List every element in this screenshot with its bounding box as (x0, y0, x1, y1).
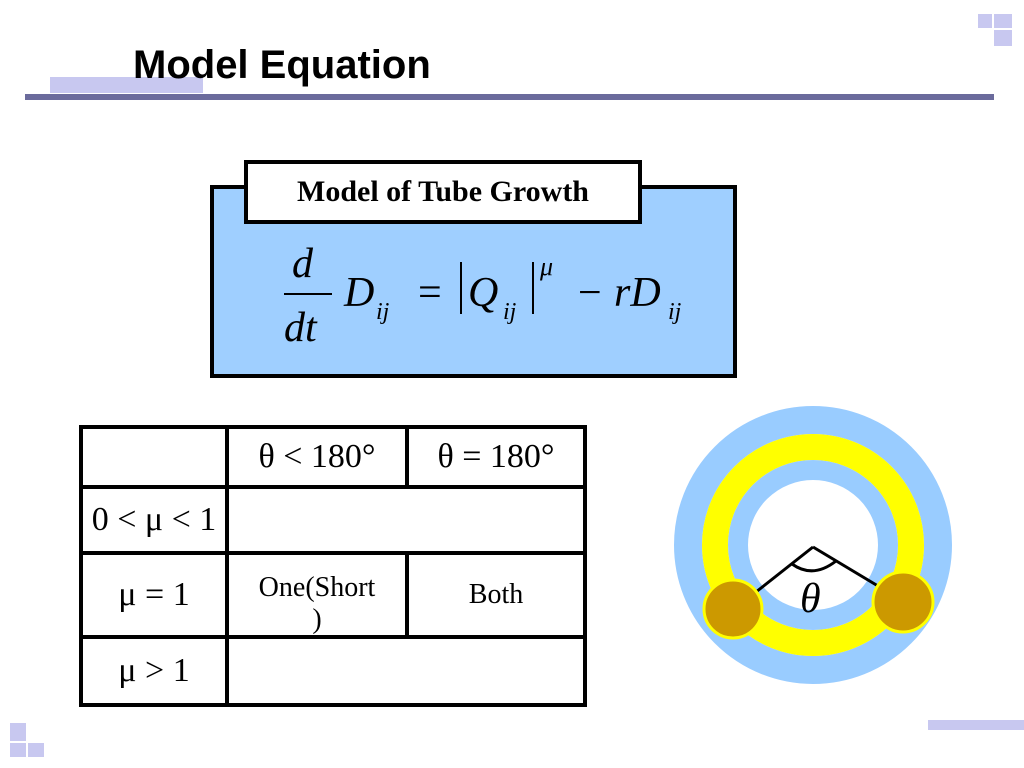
equation-exponent: μ (540, 252, 554, 281)
ring-inner-blue (728, 460, 898, 630)
row-label-mu-greater-1: μ > 1 (79, 635, 229, 707)
corner-square-decoration (28, 743, 44, 757)
corner-square-decoration (994, 30, 1012, 46)
footer-accent-bar (928, 720, 1024, 730)
table-row: μ > 1 (79, 635, 587, 707)
table-cell-both: Both (405, 551, 587, 639)
angle-arc (791, 559, 837, 573)
angle-line-right (812, 545, 879, 588)
equation-subscript: ij (668, 299, 682, 325)
table-cell-one-short: One(Short ) (225, 551, 409, 639)
equation-term-rD: rD (614, 270, 661, 316)
table-row: θ < 180° θ = 180° (79, 425, 587, 489)
tube-ring-diagram: θ (674, 406, 952, 684)
node-left (702, 578, 764, 640)
cell-text-line: One(Short (258, 572, 376, 603)
abs-bar-left (460, 262, 462, 314)
abs-bar-right (532, 262, 534, 314)
page-title: Model Equation (133, 43, 431, 87)
equation-equals: = (418, 270, 442, 316)
table-corner-cell (79, 425, 229, 489)
angle-theta-label: θ (800, 576, 821, 622)
corner-square-decoration (10, 743, 26, 757)
header-rule (25, 94, 994, 100)
equation-subscript: ij (376, 299, 390, 325)
header-theta-less-180: θ < 180° (225, 425, 409, 489)
table-cell-empty (225, 485, 587, 555)
cell-text-line: ) (312, 604, 322, 635)
equation-term-D: D (344, 270, 375, 316)
equation-label: Model of Tube Growth (297, 175, 589, 208)
row-label-mu-between: 0 < μ < 1 (79, 485, 229, 555)
row-label-mu-equal-1: μ = 1 (79, 551, 229, 639)
derivative-denominator: dt (284, 305, 317, 351)
header-theta-equal-180: θ = 180° (405, 425, 587, 489)
fraction-bar (284, 293, 332, 295)
table-row: μ = 1 One(Short ) Both (79, 551, 587, 639)
equation-term-Q: Q (468, 270, 499, 316)
angle-line-left (755, 545, 814, 594)
ring-outer-band (674, 406, 952, 684)
equation-label-box: Model of Tube Growth (244, 160, 642, 224)
derivative-numerator: d (292, 241, 313, 287)
node-right (871, 570, 935, 634)
ring-inner-band (702, 434, 924, 656)
equation-subscript: ij (503, 299, 517, 325)
corner-square-decoration (978, 14, 992, 28)
header-accent-bar (50, 77, 203, 93)
corner-square-decoration (994, 14, 1012, 28)
table-cell-empty (225, 635, 587, 707)
table-row: 0 < μ < 1 (79, 485, 587, 555)
corner-square-decoration (10, 723, 26, 741)
condition-table: θ < 180° θ = 180° 0 < μ < 1 μ = 1 One(Sh… (79, 425, 587, 707)
equation-minus: − (578, 270, 602, 316)
